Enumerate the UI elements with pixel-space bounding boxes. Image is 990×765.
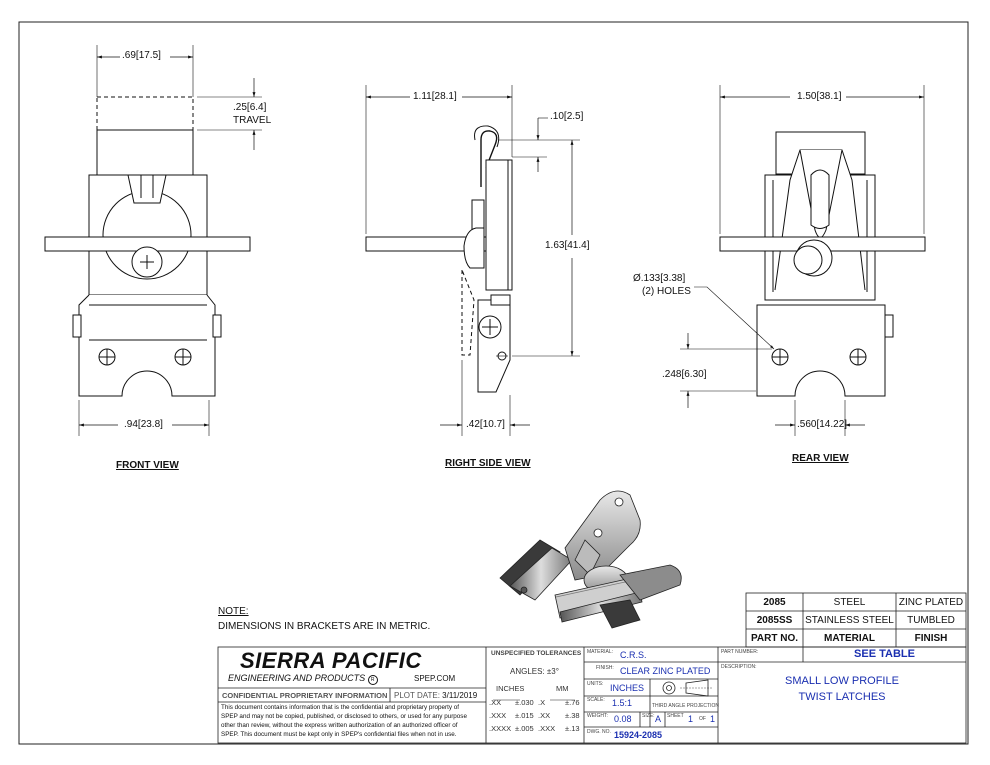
dim-rear-top-width: 1.50[38.1] bbox=[797, 91, 842, 102]
company-logo: SIERRA PACIFIC bbox=[240, 648, 422, 673]
company-subtitle: ENGINEERING AND PRODUCTS R bbox=[228, 673, 378, 685]
size-value: A bbox=[655, 714, 662, 724]
legal-line-3: other than review, without the express w… bbox=[221, 722, 458, 729]
legal-line-1: This document contains information that … bbox=[221, 704, 460, 711]
sheet-border bbox=[18, 21, 969, 745]
tolerance-cell: .X bbox=[538, 698, 546, 707]
tolerance-cell: .XXX bbox=[489, 711, 507, 720]
sheet-label: SHEET bbox=[667, 713, 684, 719]
table-cell-partno-1: 2085 bbox=[763, 597, 786, 608]
dim-hole-diameter: Ø.133[3.38] bbox=[633, 273, 686, 284]
dim-side-top-width: 1.11[28.1] bbox=[413, 91, 457, 102]
tolerance-cell: ±.76 bbox=[565, 698, 580, 707]
scale-label: SCALE: bbox=[587, 697, 605, 703]
tolerance-cell: .XX bbox=[489, 698, 502, 707]
description-label: DESCRIPTION: bbox=[721, 664, 757, 670]
dim-rear-bottom-width: .560[14.22] bbox=[797, 419, 848, 430]
sheet-value: 1 bbox=[688, 714, 694, 724]
plot-date: PLOT DATE: 3/11/2019 bbox=[394, 691, 478, 700]
table-header-partno: PART NO. bbox=[750, 633, 799, 644]
tolerance-cell: ±.005 bbox=[515, 724, 534, 733]
tolerance-inches-header: INCHES bbox=[496, 684, 525, 693]
company-site: SPEP.COM bbox=[414, 674, 456, 683]
front-view-geometry bbox=[44, 45, 262, 436]
isometric-render bbox=[499, 490, 682, 629]
rear-view-label: REAR VIEW bbox=[792, 453, 849, 464]
finish-value: CLEAR ZINC PLATED bbox=[620, 666, 711, 676]
tolerance-mm-header: MM bbox=[556, 684, 569, 693]
dim-front-bottom-width: .94[23.8] bbox=[124, 419, 163, 430]
dim-hook: .10[2.5] bbox=[550, 111, 584, 122]
dim-side-height: 1.63[41.4] bbox=[545, 240, 590, 251]
table-cell-partno-2: 2085SS bbox=[756, 615, 793, 626]
dwg-number: 15924-2085 bbox=[614, 730, 663, 740]
part-number-label: PART NUMBER: bbox=[721, 649, 759, 655]
scale-value: 1.5:1 bbox=[612, 698, 633, 708]
table-cell-material-2: STAINLESS STEEL bbox=[805, 615, 894, 626]
side-view-geometry bbox=[365, 85, 580, 436]
units-value: INCHES bbox=[610, 683, 645, 693]
tolerance-cell: ±.015 bbox=[515, 711, 534, 720]
tolerance-angles: ANGLES: ±3° bbox=[510, 667, 559, 676]
units-label: UNITS: bbox=[587, 681, 604, 687]
of-label: OF bbox=[699, 716, 706, 722]
table-cell-material-1: STEEL bbox=[833, 597, 866, 608]
legal-line-4: SPEP. This document must be kept only in… bbox=[221, 731, 457, 738]
weight-label: WEIGHT: bbox=[587, 713, 608, 719]
registered-mark-icon: R bbox=[367, 675, 378, 685]
description-line-2: TWIST LATCHES bbox=[798, 691, 886, 703]
material-value: C.R.S. bbox=[620, 650, 647, 660]
tolerance-title: UNSPECIFIED TOLERANCES bbox=[491, 650, 582, 657]
dim-hole-y: .248[6.30] bbox=[662, 369, 707, 380]
dim-travel-label: TRAVEL bbox=[233, 115, 272, 126]
tolerance-cell: .XXXX bbox=[489, 724, 512, 733]
part-number-value: SEE TABLE bbox=[854, 648, 915, 660]
tolerance-cell: .XX bbox=[538, 711, 551, 720]
tolerance-cell: ±.13 bbox=[565, 724, 580, 733]
tolerance-cell: ±.38 bbox=[565, 711, 580, 720]
confidential-heading: CONFIDENTIAL PROPRIETARY INFORMATION bbox=[222, 691, 388, 700]
rear-view-geometry bbox=[680, 85, 926, 436]
note-text: DIMENSIONS IN BRACKETS ARE IN METRIC. bbox=[218, 621, 431, 632]
sheets-value: 1 bbox=[710, 714, 716, 724]
tolerance-cell: .XXX bbox=[538, 724, 556, 733]
finish-label: FINISH: bbox=[596, 665, 614, 671]
legal-line-2: SPEP and may not be copied, published, o… bbox=[221, 713, 467, 720]
projection-label: THIRD ANGLE PROJECTION bbox=[652, 703, 719, 709]
material-label: MATERIAL: bbox=[587, 649, 614, 655]
table-header-finish: FINISH bbox=[914, 633, 948, 644]
note-title: NOTE: bbox=[218, 606, 249, 617]
table-cell-finish-2: TUMBLED bbox=[907, 615, 955, 626]
tolerance-cell: ±.030 bbox=[515, 698, 534, 707]
tables bbox=[217, 592, 967, 744]
front-view-label: FRONT VIEW bbox=[116, 460, 179, 471]
weight-value: 0.08 bbox=[614, 714, 632, 724]
dim-travel: .25[6.4] bbox=[233, 102, 267, 113]
dim-side-bottom-width: .42[10.7] bbox=[466, 419, 505, 430]
side-view-label: RIGHT SIDE VIEW bbox=[445, 458, 531, 469]
size-label: SIZE: bbox=[642, 713, 655, 719]
dwg-label: DWG. NO. bbox=[587, 729, 611, 735]
dim-front-top-width: .69[17.5] bbox=[122, 50, 161, 61]
table-cell-finish-1: ZINC PLATED bbox=[898, 597, 964, 608]
dim-hole-count: (2) HOLES bbox=[642, 286, 691, 297]
table-header-material: MATERIAL bbox=[824, 633, 875, 644]
description-line-1: SMALL LOW PROFILE bbox=[785, 675, 899, 687]
